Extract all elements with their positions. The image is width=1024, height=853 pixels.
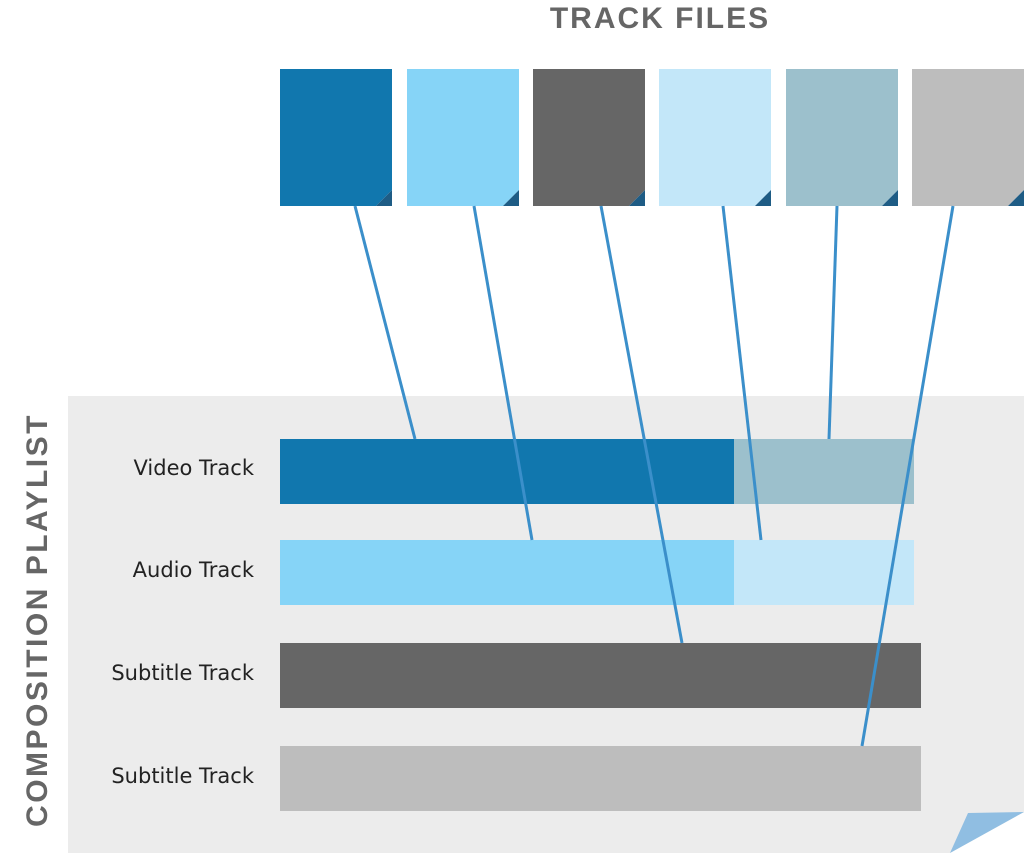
connector-file-6 [860,205,955,747]
track-label-video: Video Track [133,456,254,480]
track-label-subtitle-2: Subtitle Track [111,764,254,788]
connector-file-2 [472,205,534,541]
connector-file-3 [599,205,684,644]
connector-file-4 [721,205,763,541]
video-segment-1 [280,439,734,504]
track-file-6 [912,69,1024,206]
track-label-subtitle-1: Subtitle Track [111,661,254,685]
audio-segment-1 [280,540,734,605]
page-corner-fold [950,812,1024,853]
connector-file-5 [827,205,839,440]
track-files-title: TRACK FILES [549,2,771,35]
audio-segment-2 [734,540,914,605]
subtitle-segment-1 [280,643,921,708]
track-file-2 [407,69,519,206]
track-file-1 [280,69,392,206]
track-file-5 [786,69,898,206]
video-segment-2 [734,439,914,504]
subtitle-segment-2 [280,746,921,811]
track-file-3 [533,69,645,206]
track-label-audio: Audio Track [132,558,254,582]
track-file-4 [659,69,771,206]
connector-file-1 [353,205,417,440]
